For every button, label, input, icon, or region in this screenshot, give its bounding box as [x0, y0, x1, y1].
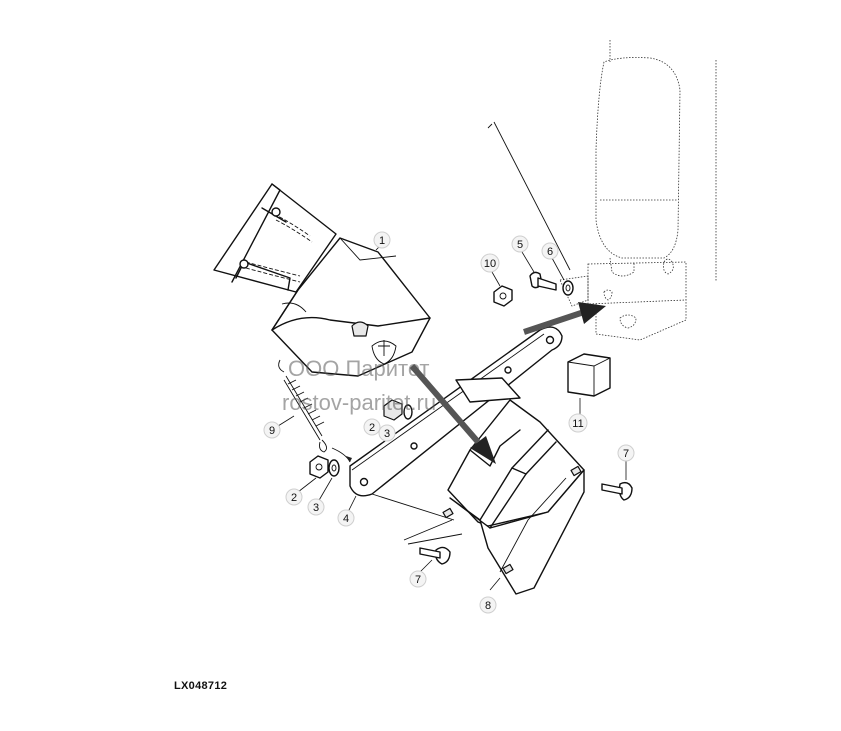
part-8-bracket — [403, 399, 585, 595]
callout-2: 2 — [285, 477, 317, 506]
callout-1: 1 — [373, 231, 391, 251]
callout-label: 8 — [485, 600, 491, 612]
part-11-cap — [567, 353, 611, 397]
callout-label: 7 — [415, 574, 421, 586]
callout-5: 5 — [511, 235, 535, 273]
callout-8: 8 — [479, 577, 501, 614]
callout-label: 2 — [369, 422, 375, 434]
hardware — [309, 271, 633, 565]
callout-label: 3 — [384, 428, 390, 440]
assembly-arrows — [409, 302, 606, 464]
tractor-seat-frame — [487, 40, 717, 341]
part-9-spring — [278, 359, 327, 453]
callout-label: 10 — [484, 258, 496, 270]
callout-3: 3 — [378, 424, 396, 442]
callout-6: 6 — [541, 242, 565, 281]
callout-label: 11 — [572, 418, 583, 430]
callout-label: 4 — [343, 513, 349, 525]
callout-10: 10 — [480, 253, 501, 287]
callout-11: 11 — [568, 398, 588, 433]
watermark-company: ООО Паритет — [288, 356, 430, 381]
callout-label: 6 — [547, 246, 553, 258]
callout-4: 4 — [337, 495, 357, 527]
part-1-cover-box — [213, 183, 431, 377]
callout-2: 2 — [363, 418, 381, 436]
watermark-url: rostov-paritet.ru — [282, 390, 437, 415]
chain-links — [239, 207, 313, 283]
callout-3: 3 — [307, 477, 333, 516]
callout-9: 9 — [263, 415, 295, 439]
figure-reference-code: LX048712 — [174, 680, 228, 692]
callout-7-left: 7 — [409, 559, 433, 588]
callout-7-right: 7 — [617, 444, 635, 480]
callout-label: 9 — [269, 425, 275, 437]
callout-label: 2 — [291, 492, 297, 504]
callout-label: 1 — [379, 235, 385, 247]
callout-label: 5 — [517, 239, 523, 251]
part-4-link-arm — [349, 326, 563, 521]
callout-label: 3 — [313, 502, 319, 514]
callout-label: 7 — [623, 448, 629, 460]
